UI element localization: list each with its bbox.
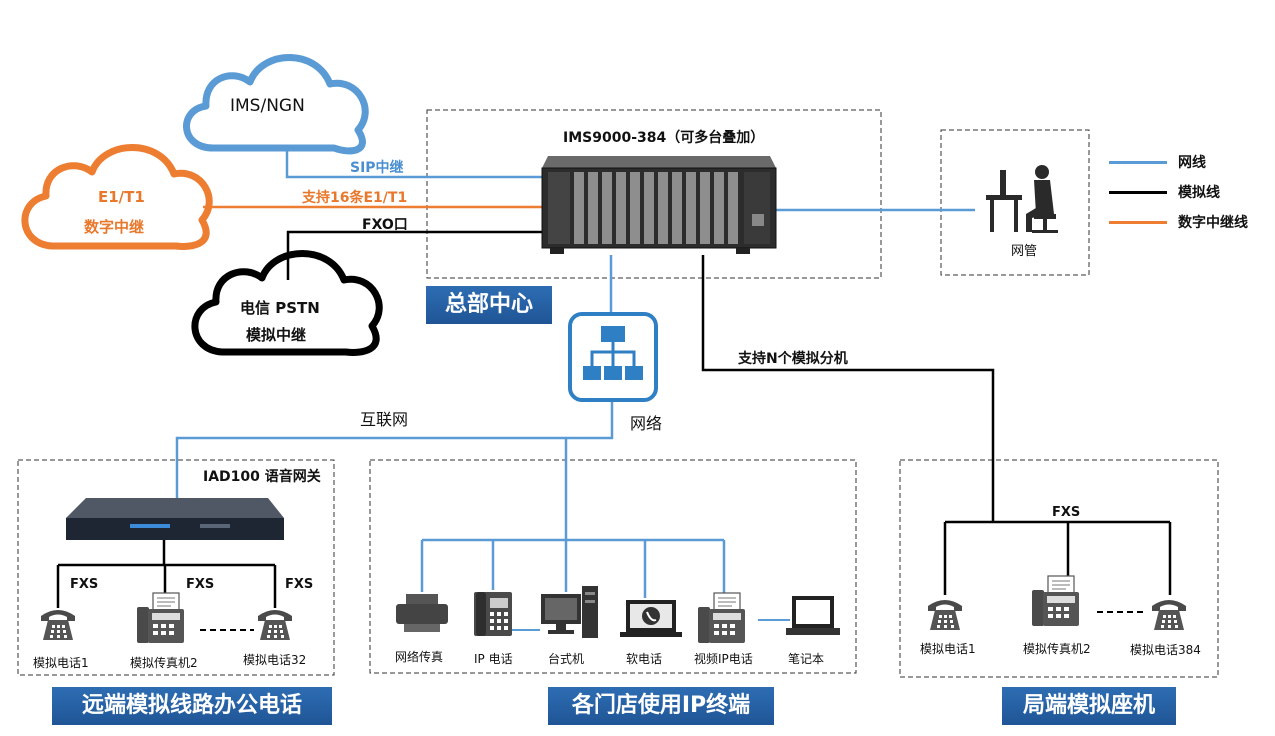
legend-analog-line [1109,191,1167,194]
e1t1-cloud [21,144,213,250]
remote-device-label-2: 模拟传真机2 [130,656,198,670]
sip-trunk-label: SIP中继 [350,160,404,176]
pstn-cloud [191,250,383,356]
remote-fxs-label-3: FXS [285,577,314,592]
local-fax-icon [1031,575,1080,627]
video-ip-phone-icon [697,592,746,644]
stores-frame [369,459,857,674]
stores-banner: 各门店使用IP终端 [548,687,774,725]
iad100-title: IAD100 语音网关 [203,469,321,485]
ims-ngn-label: IMS/NGN [230,96,305,116]
e1-trunk-label: 支持16条E1/T1 [302,190,408,206]
remote-device-label-3: 模拟电话32 [243,653,307,667]
hq-banner: 总部中心 [426,286,552,324]
laptop-icon [786,596,840,635]
store-device-label-5: 视频IP电话 [694,652,753,666]
ims-ngn-cloud [183,54,369,155]
store-device-label-4: 软电话 [626,652,663,666]
local-fxs-label: FXS [1052,505,1081,520]
desktop-computer-icon [541,586,598,638]
management-frame [940,129,1090,276]
store-device-label-3: 台式机 [548,652,585,666]
local-device-label-2: 模拟传真机2 [1023,642,1091,656]
remote-fxs-label-1: FXS [70,577,99,592]
local-frame [899,459,1219,678]
remote-fxs-label-2: FXS [186,577,215,592]
store-device-label-6: 笔记本 [788,652,825,666]
legend-analog-label: 模拟线 [1178,185,1220,201]
local-phone-384-icon [1152,600,1186,630]
network-label: 网络 [630,414,663,433]
remote-phone-1-icon [41,610,75,640]
network-icon [568,312,658,402]
management-person-icon [986,165,1058,233]
remote-frame [17,459,335,676]
e1t1-label: E1/T1 [98,188,145,206]
management-label: 网管 [1011,244,1038,259]
legend-digital-line [1109,221,1167,224]
analog-extension-label: 支持N个模拟分机 [738,351,848,367]
store-device-label-1: 网络传真 [395,650,444,664]
softphone-icon [620,600,682,637]
ims9000-device [541,156,777,254]
local-banner: 局端模拟座机 [1002,687,1176,725]
hq-frame [426,109,882,279]
store-device-label-2: IP 电话 [474,652,513,666]
network-fax-icon [396,594,448,632]
legend-digital-label: 数字中继线 [1178,215,1248,231]
local-device-label-3: 模拟电话384 [1130,643,1201,657]
iad100-device [66,498,284,540]
ip-phone-icon [474,592,512,636]
remote-device-label-1: 模拟电话1 [33,656,89,670]
connection-lines [56,148,1172,631]
remote-fax-icon [136,592,185,644]
internet-label: 互联网 [360,410,409,429]
ims9000-title: IMS9000-384（可多台叠加） [563,130,765,146]
pstn-sub-label: 模拟中继 [246,326,307,344]
legend-lan-label: 网线 [1178,155,1206,171]
remote-phone-32-icon [258,610,292,640]
local-phone-1-icon [928,600,962,630]
local-device-label-1: 模拟电话1 [920,642,976,656]
remote-banner: 远端模拟线路办公电话 [52,687,332,725]
pstn-label: 电信 PSTN [240,299,320,317]
legend-lan-line [1109,161,1167,164]
e1t1-sub-label: 数字中继 [84,218,145,236]
fxo-label: FXO口 [362,217,408,233]
